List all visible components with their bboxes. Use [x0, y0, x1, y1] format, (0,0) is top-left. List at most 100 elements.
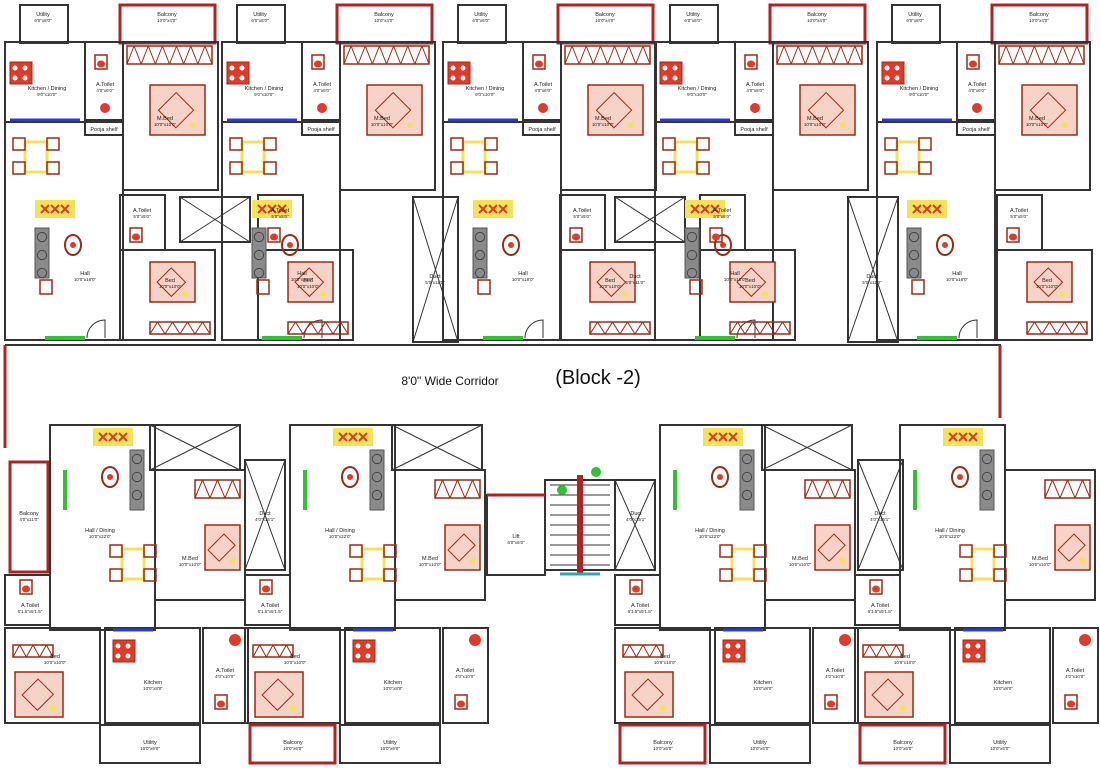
room-name-label: Bed [605, 278, 615, 284]
utility-room [709, 724, 811, 764]
room-dimension-label: 9'0"x10'0" [687, 92, 707, 97]
door-swing [958, 319, 978, 339]
light-cross [958, 432, 968, 442]
wardrobe-zigzag [133, 45, 142, 65]
room-name-label: A.Toilet [871, 603, 890, 609]
dining-chair [959, 568, 973, 582]
wardrobe-zigzag [149, 321, 158, 335]
dining-chair [484, 161, 498, 175]
door-swing [303, 319, 323, 339]
room-dimension-label: 4'0"x6'0" [746, 88, 764, 93]
shaft-cross-line [857, 459, 904, 571]
washbasin-fixture [229, 634, 241, 646]
lamp-fixture [627, 122, 634, 128]
wc-fixture [709, 227, 723, 243]
wardrobe-zigzag [629, 644, 637, 658]
balcony-room [248, 723, 337, 765]
room-dimension-label: 10'0"x10'0" [894, 660, 917, 665]
wardrobe-zigzag [434, 479, 443, 499]
wardrobe-zigzag [1041, 321, 1050, 335]
room-dimension-label: 4'0"x6'0" [534, 88, 552, 93]
wardrobe-zigzag [622, 644, 631, 658]
room-dimension-label: 10'0"x10'0" [599, 284, 622, 289]
washbasin-fixture [839, 634, 851, 646]
stove-burner [365, 643, 371, 649]
stove-fixture [881, 61, 905, 85]
room-dimension-label: 5'0"x5'0" [271, 214, 289, 219]
stove-burner [894, 75, 900, 81]
kitchen-room [104, 627, 201, 724]
room-name-label: Balcony [283, 740, 303, 746]
wardrobe-zigzag [1059, 479, 1068, 499]
light-cross [358, 432, 368, 442]
stove-burner [450, 65, 456, 71]
shaft-cross-line [149, 424, 241, 471]
light-cross [728, 432, 738, 442]
light-cross [118, 432, 128, 442]
dining-chair [383, 544, 397, 558]
wardrobe-zigzag [140, 45, 149, 65]
attached-toilet-2 [1052, 627, 1099, 724]
sofa-fixture [979, 449, 995, 511]
wardrobe-zigzag [1019, 45, 1028, 65]
room-dimension-label: 10'0"x18'0" [291, 277, 314, 282]
wardrobe-zigzag [343, 45, 352, 65]
wardrobe-zigzag [224, 479, 233, 499]
stove-burner [884, 75, 890, 81]
wardrobe-zigzag [774, 321, 783, 335]
room-dimension-label: 10'0"x6'0" [283, 746, 303, 751]
room-name-label: M.Bed [157, 116, 173, 122]
room-name-label: Duct [259, 511, 271, 517]
dining-chair [109, 568, 123, 582]
dining-chair [993, 568, 1007, 582]
sofa-cushion [981, 489, 993, 501]
wardrobe-zigzag [578, 45, 587, 65]
tv-fixture [936, 234, 954, 256]
wardrobe-zigzag [400, 45, 409, 65]
tv-fixture [101, 466, 119, 488]
wardrobe-zigzag [614, 45, 623, 65]
room-dimension-label: 6'1.5"x5'1.5" [628, 609, 653, 614]
wardrobe-zigzag [12, 644, 21, 658]
wc-fixture [966, 54, 980, 70]
master-bedroom [339, 41, 436, 191]
lamp-fixture [839, 558, 846, 564]
balcony-room [858, 723, 947, 765]
dining-table [360, 547, 386, 581]
room-dimension-label: 10'0"x10'0" [1036, 284, 1059, 289]
wc-bowl [97, 60, 105, 68]
dining-chair [753, 568, 767, 582]
chair-fixture [689, 279, 703, 295]
wardrobe-zigzag [194, 321, 203, 335]
room-name-label: Utility [908, 12, 922, 18]
wc-fixture [129, 227, 143, 243]
stove-burner [460, 75, 466, 81]
door-swing [524, 319, 544, 339]
room-name-label: Kitchen / Dining [28, 86, 67, 92]
room-name-label: Hall [730, 271, 739, 277]
bed-pattern [1057, 533, 1086, 562]
wardrobe-zigzag [875, 644, 884, 658]
lamp-fixture [406, 122, 413, 128]
utility-room [99, 724, 201, 764]
wardrobe-zigzag [759, 321, 768, 335]
wardrobe-zigzag [1033, 45, 1042, 65]
dining-chair [884, 137, 898, 151]
wardrobe-zigzag [812, 479, 821, 499]
lift-shaft-bottom [761, 424, 853, 471]
wardrobe-zigzag [592, 45, 601, 65]
room-dimension-label: 6'1.5"x5'1.5" [868, 609, 893, 614]
wardrobe-zigzag [895, 644, 904, 658]
room-name-label: A.Toilet [631, 603, 650, 609]
room-name-label: A.Toilet [313, 82, 332, 88]
tv-center [70, 242, 76, 248]
room-name-label: Balcony [157, 12, 177, 18]
room-dimension-label: 9'0"x10'0" [475, 92, 495, 97]
room-dimension-label: 10'0"x22'0" [699, 534, 722, 539]
bed-pattern [157, 91, 195, 129]
room-dimension-label: 10'0"x4'0" [1029, 18, 1049, 23]
room-dimension-label: 6'0"x6'0" [906, 18, 924, 23]
dining-chair [918, 137, 932, 151]
